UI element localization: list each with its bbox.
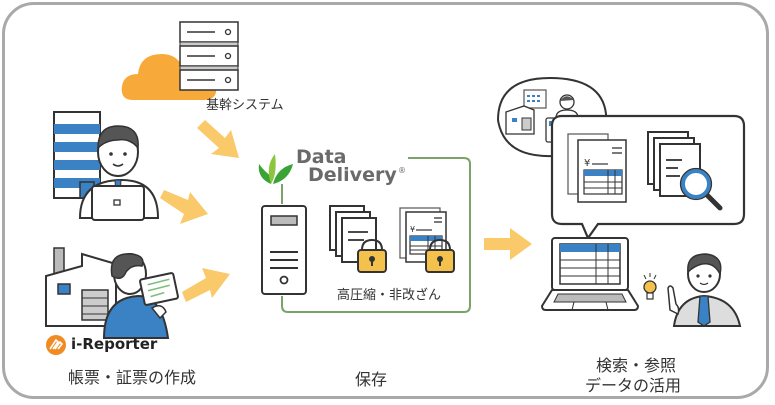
server-tower-icon <box>261 205 307 295</box>
cloud-server-icon <box>121 21 239 100</box>
registered-mark: ® <box>398 166 406 175</box>
office-worker-icon <box>53 111 160 221</box>
locked-invoice-icon: ¥ <box>399 207 455 273</box>
ireporter-logo-icon <box>46 335 66 355</box>
stage-label-save: 保存 <box>355 370 388 389</box>
businessman-icon <box>667 253 742 327</box>
stage-label-create: 帳票・証票の作成 <box>68 368 197 387</box>
stage-label-search-line1: 検索・参照 <box>596 356 677 375</box>
locked-documents-icon <box>329 205 387 273</box>
search-result-bubble: ¥ <box>550 114 746 241</box>
laptop-icon <box>540 237 640 311</box>
stage-label-search-line2: データの活用 <box>585 376 682 395</box>
bubble-yen-symbol: ¥ <box>584 158 590 169</box>
arrow-from-factory-icon <box>182 268 230 302</box>
data-delivery-logo-line1: Data <box>296 146 347 168</box>
arrow-from-core-system-icon <box>197 120 239 158</box>
storage-boundary <box>281 157 471 313</box>
factory-worker-icon <box>45 247 179 339</box>
diagram-frame <box>2 2 769 399</box>
invoice-yen-symbol: ¥ <box>410 225 415 234</box>
arrow-to-search-icon <box>484 228 532 260</box>
data-delivery-leaf-icon <box>258 154 293 184</box>
core-system-label: 基幹システム <box>206 98 284 113</box>
lightbulb-icon <box>643 273 657 300</box>
data-delivery-logo-line2: Delivery <box>308 164 397 186</box>
storage-caption: 高圧縮・非改ざん <box>337 288 442 303</box>
ireporter-logo-text: i-Reporter <box>71 335 158 353</box>
arrow-from-office-icon <box>160 190 208 224</box>
